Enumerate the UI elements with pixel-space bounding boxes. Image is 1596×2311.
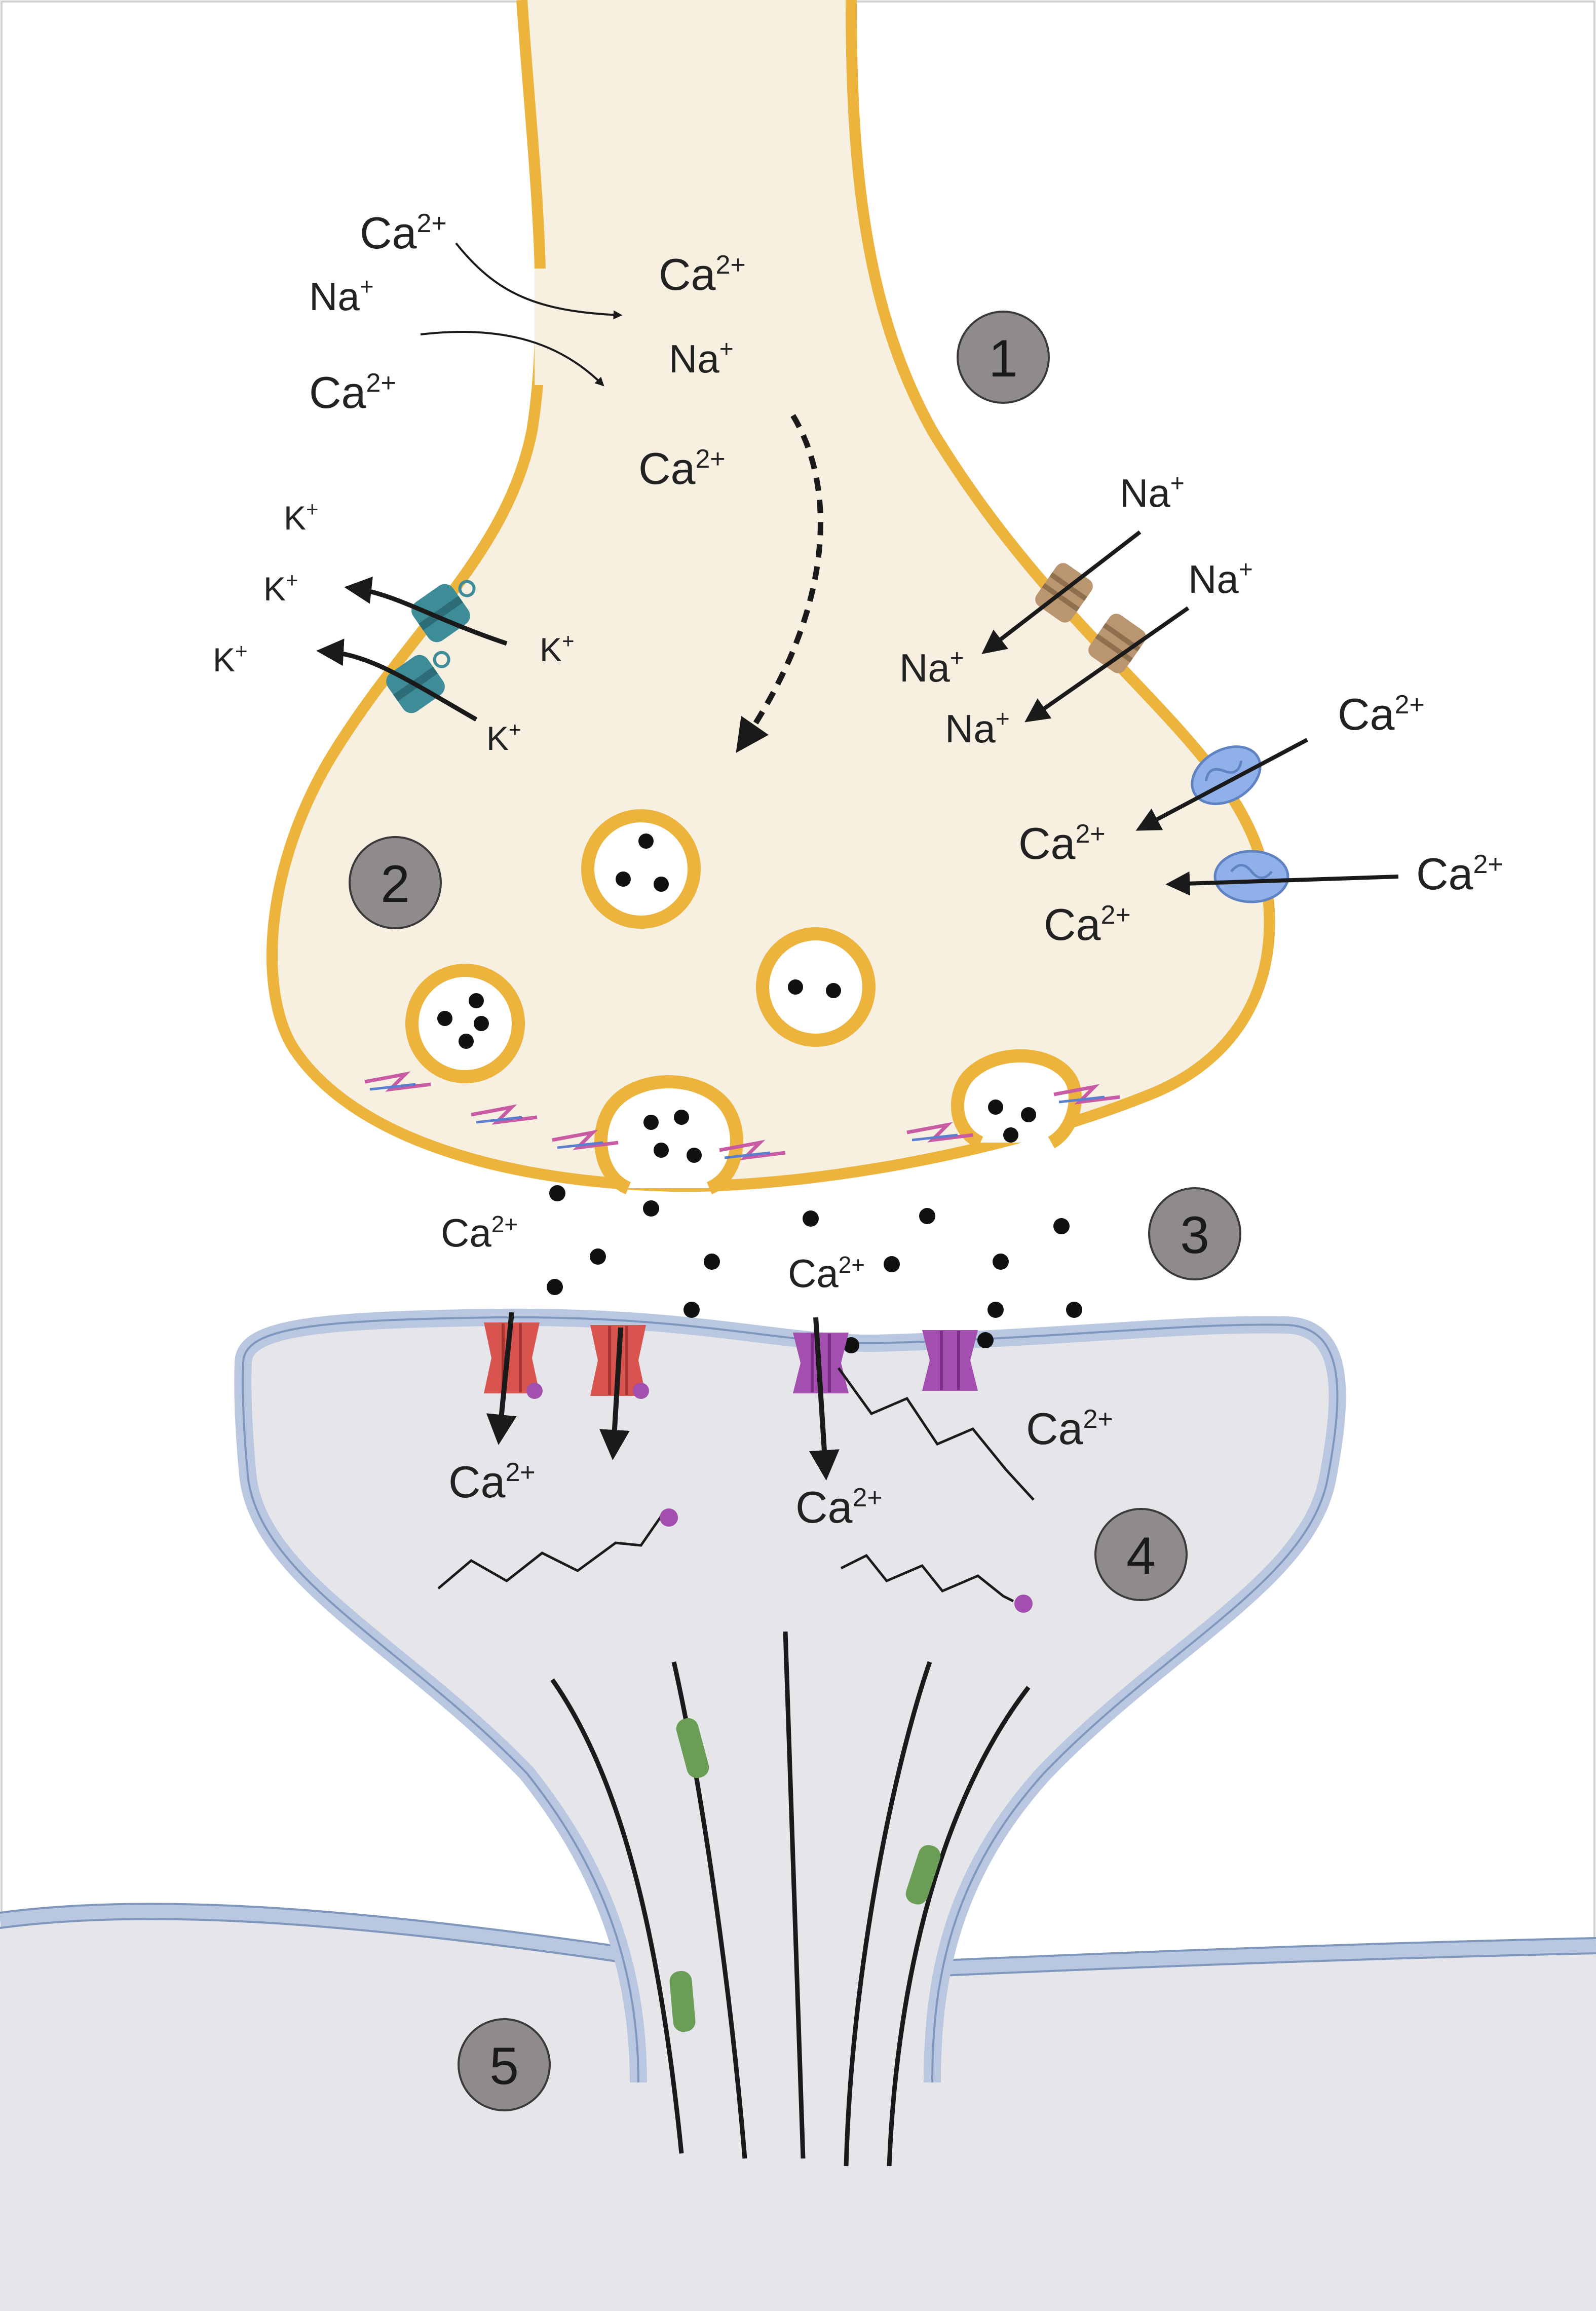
ion-label: K+ xyxy=(486,717,521,757)
signaling-chains xyxy=(437,1367,1035,1613)
ion-label: Na+ xyxy=(1120,470,1185,515)
ion-label: Ca2+ xyxy=(659,249,746,299)
snare-complex xyxy=(906,1122,973,1143)
ion-label: Ca2+ xyxy=(1044,899,1131,950)
influx-arrow xyxy=(455,242,623,320)
step-marker-4: 4 xyxy=(1094,1508,1188,1601)
ion-label: K+ xyxy=(263,568,298,608)
receptor-purple xyxy=(922,1330,978,1391)
ion-label: K+ xyxy=(284,497,319,537)
step-number: 5 xyxy=(489,2037,519,2096)
snare-complex xyxy=(719,1140,786,1160)
ion-label: Ca2+ xyxy=(795,1482,883,1532)
potassium-channels: K+ K+ K+ K+ K+ xyxy=(213,497,575,757)
influx-arrow xyxy=(1024,606,1190,723)
snare-complex xyxy=(552,1129,619,1150)
ca-entry-arrow xyxy=(599,1327,630,1460)
ion-label: Na+ xyxy=(669,336,734,381)
cytoskeleton xyxy=(550,1631,1031,2167)
vesicle xyxy=(756,927,876,1047)
k-channel xyxy=(411,580,476,642)
membrane-opening xyxy=(535,269,553,385)
influx-arrow xyxy=(1135,738,1308,831)
ion-influx-group: Ca2+ Na+ Ca2+ Ca2+ Na+ Ca2+ xyxy=(309,208,823,753)
ion-label: Ca2+ xyxy=(1018,818,1106,868)
influx-arrow xyxy=(981,530,1142,654)
efflux-arrow xyxy=(344,576,508,646)
ion-label: K+ xyxy=(540,629,575,668)
sodium-channels: Na+ Na+ Na+ Na+ xyxy=(899,470,1253,751)
step-marker-1: 1 xyxy=(957,311,1050,404)
signal-path-arrow xyxy=(736,414,823,753)
influx-arrow xyxy=(1165,871,1399,896)
step-marker-3: 3 xyxy=(1148,1187,1241,1280)
step-number: 4 xyxy=(1126,1527,1156,1585)
ion-label: K+ xyxy=(213,639,248,678)
neurotransmitters xyxy=(547,1185,1082,1353)
snare-complexes xyxy=(364,1071,1120,1160)
ion-label: Na+ xyxy=(1188,556,1253,601)
synaptic-vesicles xyxy=(405,809,1082,1194)
postsynaptic-receptors xyxy=(484,1312,978,1481)
calcium-channels: Ca2+ Ca2+ Ca2+ Ca2+ xyxy=(1018,689,1503,950)
step-marker-5: 5 xyxy=(458,2018,551,2111)
ion-label: Ca2+ xyxy=(441,1210,518,1255)
ion-label: Na+ xyxy=(309,274,374,319)
ion-label: Ca2+ xyxy=(638,443,726,494)
ca-entry-arrow xyxy=(809,1317,840,1481)
step-number: 3 xyxy=(1180,1206,1209,1265)
ion-label: Ca2+ xyxy=(1416,849,1503,899)
snare-complex xyxy=(1053,1084,1120,1105)
fusing-vesicle xyxy=(951,1049,1082,1149)
influx-arrow xyxy=(420,330,604,387)
step-number: 2 xyxy=(381,855,410,914)
dendritic-spine xyxy=(234,1308,1346,2083)
cytoskeleton-marker xyxy=(669,1971,696,2032)
cytoskeleton-marker xyxy=(905,1845,941,1905)
snare-complex xyxy=(471,1104,538,1125)
efflux-arrow xyxy=(316,638,478,722)
ion-label: Ca2+ xyxy=(788,1251,865,1296)
snare-complex xyxy=(364,1071,431,1092)
step-number: 1 xyxy=(989,329,1018,388)
vesicle xyxy=(581,809,701,929)
ion-label: Na+ xyxy=(899,645,964,690)
fusing-vesicle xyxy=(594,1075,743,1194)
step-marker-2: 2 xyxy=(349,836,442,929)
ion-label: Na+ xyxy=(945,706,1010,751)
ion-label: Ca2+ xyxy=(360,208,447,258)
ion-label: Ca2+ xyxy=(448,1457,536,1507)
vesicle xyxy=(405,964,525,1083)
ca-channel xyxy=(1213,850,1289,903)
ca-entry-arrow xyxy=(486,1312,517,1445)
ion-label: Ca2+ xyxy=(1338,689,1425,739)
ion-label: Ca2+ xyxy=(1026,1404,1113,1454)
cytoskeleton-marker xyxy=(676,1718,709,1778)
ion-label: Ca2+ xyxy=(309,367,396,418)
